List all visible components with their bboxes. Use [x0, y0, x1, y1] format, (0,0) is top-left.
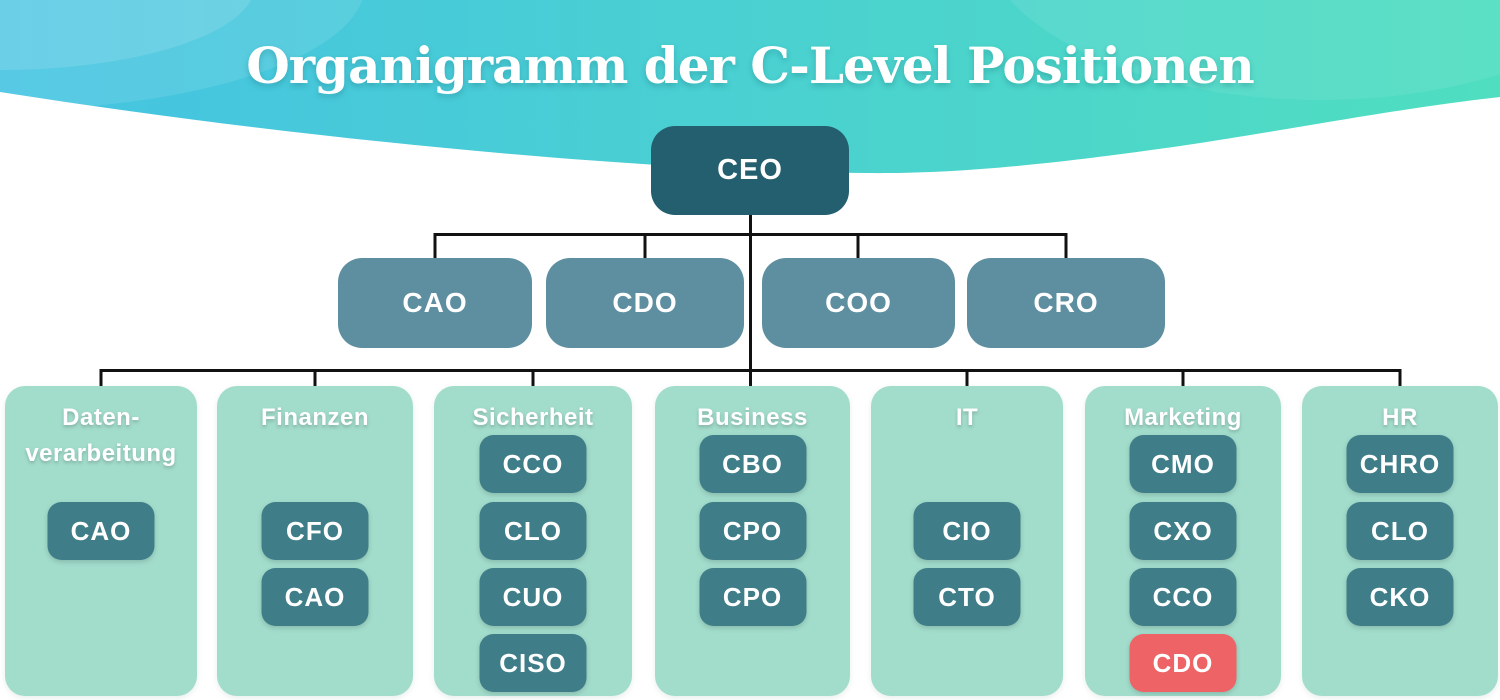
role-chip: CAO	[47, 502, 155, 560]
department-title: IT	[955, 404, 979, 431]
department-title: Business	[697, 404, 808, 431]
node-label: CEO	[717, 154, 783, 186]
department-hr: HR CHRO CLO CKO	[1302, 386, 1498, 696]
node-label: CRO	[1033, 287, 1099, 318]
department-title: Sicherheit	[472, 404, 594, 431]
department-finanzen: Finanzen CFO CAO	[217, 386, 413, 696]
role-chip: CXO	[1129, 502, 1237, 560]
role-chip: CPO	[699, 568, 806, 626]
department-sicherheit: Sicherheit CCO CLO CUO CISO	[434, 386, 632, 696]
role-chip: CTO	[913, 568, 1021, 626]
role-chip: CAO	[261, 568, 369, 626]
node-label: COO	[825, 287, 892, 318]
role-chip: CFO	[261, 502, 369, 560]
role-chip: CHRO	[1346, 435, 1454, 493]
node-cao: CAO	[338, 258, 532, 348]
role-chip: CLO	[1346, 502, 1454, 560]
role-chip: CCO	[479, 435, 587, 493]
department-title: HR	[1382, 404, 1418, 431]
department-title: Finanzen	[260, 404, 369, 431]
department-it: IT CIO CTO	[871, 386, 1063, 696]
role-chip: CIO	[913, 502, 1021, 560]
role-chip: CMO	[1129, 435, 1237, 493]
node-ceo: CEO	[651, 126, 849, 215]
node-label: CAO	[402, 287, 468, 318]
header-wave-decoration	[0, 0, 1500, 174]
role-chip: CLO	[479, 502, 587, 560]
page-title: Organigramm der C-Level Positionen	[246, 36, 1255, 95]
department-marketing: Marketing CMO CXO CCO CDO	[1085, 386, 1281, 696]
role-chip-highlighted: CDO	[1129, 634, 1237, 692]
role-chip: CBO	[699, 435, 806, 493]
node-coo: COO	[762, 258, 955, 348]
department-business: Business CBO CPO CPO	[655, 386, 850, 696]
role-chip: CISO	[479, 634, 587, 692]
node-cdo: CDO	[546, 258, 744, 348]
department-datenverarbeitung: Daten- verarbeitung CAO	[5, 386, 197, 696]
department-title: Marketing	[1124, 404, 1242, 431]
node-cro: CRO	[967, 258, 1165, 348]
role-chip: CCO	[1129, 568, 1237, 626]
role-chip: CPO	[699, 502, 806, 560]
department-title: Daten- verarbeitung	[25, 404, 177, 467]
role-chip: CUO	[479, 568, 587, 626]
node-label: CDO	[612, 287, 678, 318]
role-chip: CKO	[1346, 568, 1454, 626]
